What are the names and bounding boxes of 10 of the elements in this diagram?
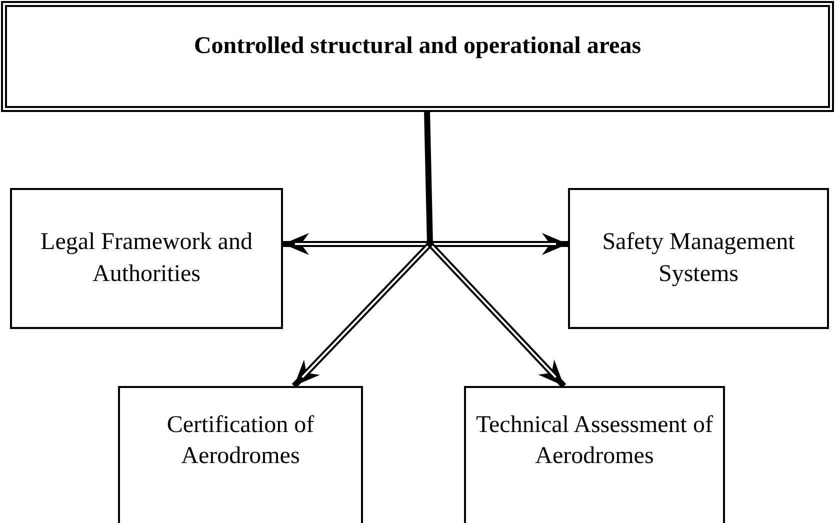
topic-box <box>568 188 829 329</box>
topic-label: Technical Assessment of Aerodromes <box>476 411 713 472</box>
topic-box <box>10 188 283 329</box>
topic-box <box>118 386 363 523</box>
topic-label: Certification of Aerodromes <box>166 411 316 472</box>
title-box <box>1 1 834 112</box>
topic-label: Legal Framework and Authorities <box>40 228 254 288</box>
topic-box <box>464 386 725 523</box>
topic-label: Safety Management Systems <box>601 228 796 288</box>
heading: Controlled structural and operational areas <box>194 32 642 61</box>
